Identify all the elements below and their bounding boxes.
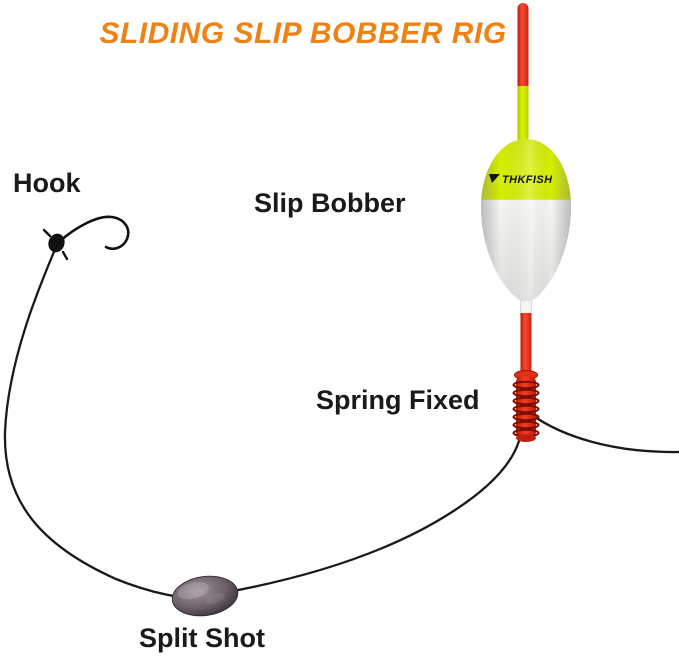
brand-logo: THKFISH [489, 174, 553, 186]
line-hook-to-splitshot [3, 245, 182, 599]
fish-hook [42, 215, 130, 261]
split-shot-sinker [171, 575, 239, 617]
bobber-antenna-red [517, 3, 529, 91]
slip-bobber-label: Slip Bobber [254, 188, 406, 218]
diagram-title: SLIDING SLIP BOBBER RIG [99, 17, 507, 50]
spring-fixed-label: Spring Fixed [316, 385, 480, 415]
hook-knot [48, 233, 65, 253]
split-shot-label: Split Shot [139, 623, 265, 653]
brand-triangle-icon [489, 174, 500, 183]
bobber-stem-red [520, 313, 532, 375]
line-spring-to-rod [530, 413, 679, 454]
bobber-antenna-yellow [517, 86, 529, 144]
brand-name: THKFISH [502, 174, 553, 186]
bobber-spring [512, 370, 540, 442]
slip-bobber: THKFISH [480, 3, 572, 442]
hook-label: Hook [13, 168, 81, 198]
bobber-body [480, 139, 572, 301]
line-splitshot-to-spring [226, 439, 521, 594]
fishing-line [3, 245, 679, 599]
